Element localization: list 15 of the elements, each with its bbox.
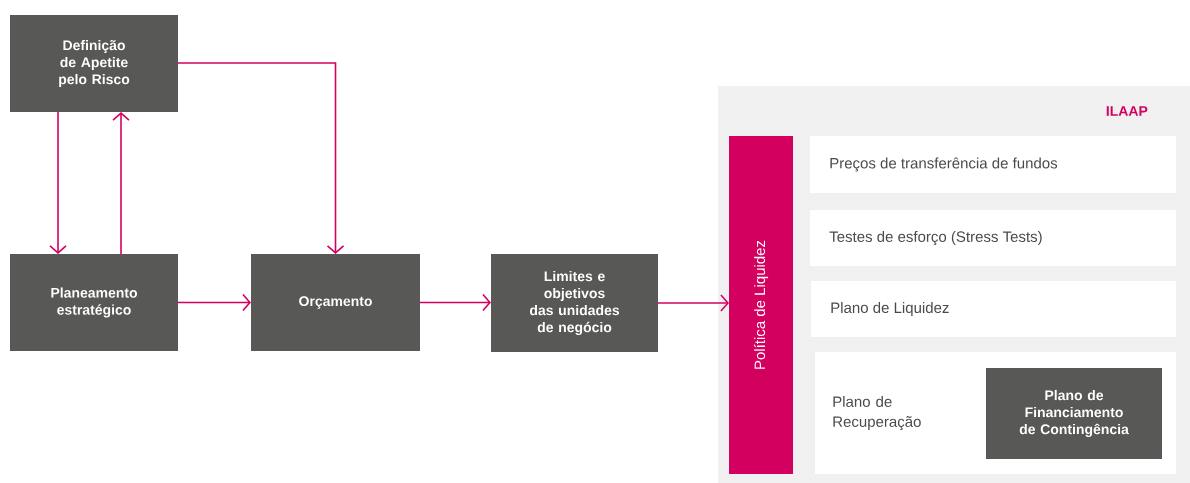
process-box: Definição de Apetite pelo Risco [10,15,178,112]
process-box: Limites e objetivos das unidades de negócio [491,254,658,352]
list-box: Testes de esforço (Stress Tests) [810,210,1176,266]
vertical-bar: Política de Liquidez [729,136,793,474]
arrow [112,112,130,255]
list-box: Plano de Liquidez [811,281,1176,337]
arrow [49,111,67,254]
process-box: Planeamento estratégico [10,254,178,351]
arrow [177,62,345,254]
process-box: Plano de Financiamento de Contingência [986,368,1162,459]
list-box: Preços de transferência de fundos [810,136,1176,193]
arrow [657,294,729,312]
arrow [177,293,251,312]
arrow [419,293,491,312]
process-box: Orçamento [251,254,420,351]
